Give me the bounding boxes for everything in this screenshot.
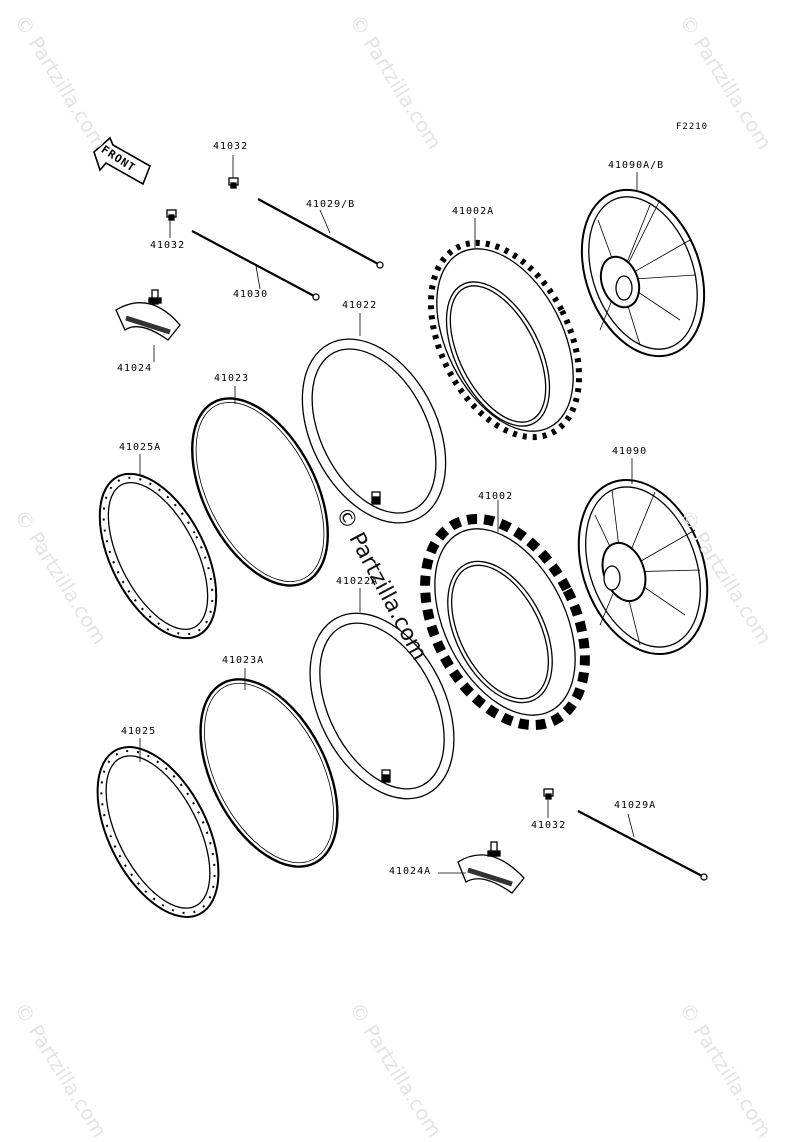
part-label[interactable]: 41090A/B <box>608 160 665 171</box>
part-label[interactable]: 41029A <box>614 800 657 811</box>
rim-lock-41024a-icon <box>457 841 525 894</box>
tire-41002a-icon <box>427 239 583 441</box>
bolt-41032-bottom-icon <box>543 788 554 800</box>
part-label[interactable]: 41025 <box>121 726 157 737</box>
leader-lines <box>139 155 638 874</box>
rim-band-41023a-icon <box>199 678 339 868</box>
spoke-41030-icon <box>191 230 320 301</box>
part-label[interactable]: 41023A <box>222 655 265 666</box>
rim-lock-41024-icon <box>115 289 181 341</box>
part-label[interactable]: 41025A <box>119 442 162 453</box>
wheel-41090-icon <box>577 478 709 656</box>
part-label[interactable]: 41032 <box>213 141 249 152</box>
part-label[interactable]: 41022 <box>342 300 378 311</box>
rim-41025a-icon <box>98 472 218 640</box>
wheel-41090ab-icon <box>580 188 706 358</box>
inner-tube-41022-icon <box>301 338 447 524</box>
part-label[interactable]: 41030 <box>233 289 269 300</box>
part-label[interactable]: 41024A <box>389 866 432 877</box>
bolt-41032-top-icon <box>228 177 239 189</box>
inner-tube-41022a-icon <box>309 612 455 800</box>
tire-41002-icon <box>420 513 590 731</box>
rim-41025-icon <box>96 746 220 918</box>
rim-band-41023-icon <box>191 397 329 587</box>
part-label[interactable]: 41032 <box>531 820 567 831</box>
part-label[interactable]: 41023 <box>214 373 250 384</box>
part-label[interactable]: 41029/B <box>306 199 356 210</box>
spoke-41029b-icon <box>257 198 384 269</box>
front-arrow-icon <box>93 136 151 186</box>
figure-code: F2210 <box>676 122 709 132</box>
bolt-41032-left-icon <box>166 209 177 221</box>
part-label[interactable]: 41002A <box>452 206 495 217</box>
part-label[interactable]: 41024 <box>117 363 153 374</box>
part-label[interactable]: 41002 <box>478 491 514 502</box>
spoke-41029a-icon <box>577 810 708 881</box>
parts-diagram <box>93 136 709 918</box>
part-label[interactable]: 41022A <box>336 576 379 587</box>
part-label[interactable]: 41090 <box>612 446 648 457</box>
part-label[interactable]: 41032 <box>150 240 186 251</box>
